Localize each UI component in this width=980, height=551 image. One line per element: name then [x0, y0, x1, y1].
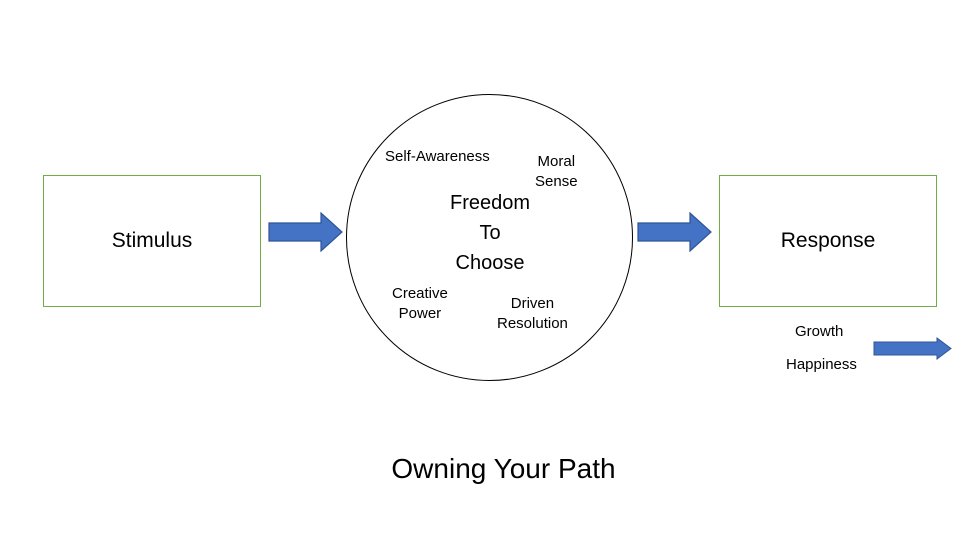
freedom-to-choose-circle — [346, 94, 633, 381]
response-label: Response — [780, 229, 876, 252]
stimulus-to-choice-arrow-icon — [268, 212, 343, 252]
diagram-title: Owning Your Path — [391, 453, 616, 484]
moral-sense-label: Moral Sense — [535, 153, 578, 191]
happiness-label: Happiness — [786, 356, 857, 373]
creative-power-label: Creative Power — [392, 285, 448, 323]
stimulus-box: Stimulus — [43, 175, 261, 307]
self-awareness-label: Self-Awareness — [385, 148, 490, 165]
driven-resolution-label: Driven Resolution — [497, 295, 568, 333]
choice-to-response-arrow-icon — [637, 212, 712, 252]
outcome-arrow-icon — [873, 337, 952, 360]
freedom-to-choose-text: Freedom To Choose — [449, 192, 531, 274]
stimulus-label: Stimulus — [111, 229, 193, 252]
growth-label: Growth — [795, 323, 844, 340]
response-box: Response — [719, 175, 937, 307]
